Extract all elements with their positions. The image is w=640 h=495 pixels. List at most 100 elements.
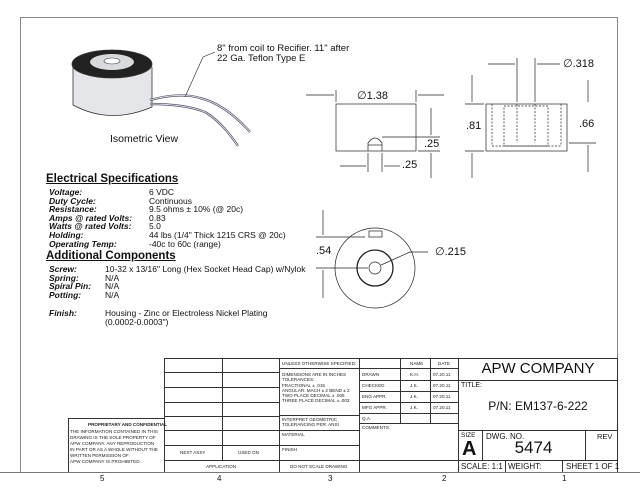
- proprietary-title: PROPRIETARY AND CONFIDENTIAL: [88, 422, 168, 427]
- used-on-label: USED ON: [238, 450, 259, 455]
- tolerance-line: THREE PLACE DECIMAL ± .003: [282, 398, 350, 404]
- spec-value: 9.5 ohms ± 10% (@ 20c): [149, 204, 244, 215]
- finish-value-1: Housing - Zinc or Electroless Nickel Pla…: [105, 308, 268, 318]
- spec-key: Watts @ rated Volts:: [49, 221, 132, 232]
- spec-value: Continuous: [149, 195, 193, 206]
- finish-value-2: (0.0002-0.0003"): [105, 316, 169, 327]
- title-block-outer: [164, 358, 618, 472]
- name-header: NAME: [410, 361, 424, 366]
- approval-role: Q.A.: [362, 416, 372, 421]
- isometric-view-label: Isometric View: [110, 133, 179, 145]
- spec-key: Operating Temp:: [49, 238, 117, 249]
- tolerance-line: TOLERANCES:: [282, 377, 315, 383]
- approval-name: J.K.: [410, 383, 418, 388]
- approval-date: 07.20.11: [433, 405, 451, 410]
- spec-key: Resistance:: [49, 204, 97, 215]
- approval-role: MFG APPR.: [362, 405, 388, 410]
- drawing-frame: [20, 17, 618, 472]
- spec-value: 10-32 x 13/16" Long (Hex Socket Head Cap…: [105, 264, 306, 274]
- additional-heading: Additional Components: [46, 250, 176, 262]
- spec-value: 44 lbs (1/4" Thick 1215 CRS @ 20c): [149, 230, 286, 240]
- spec-value: 0.83: [149, 212, 166, 223]
- wire-callout-line-1: 8" from coil to Recifier. 11" after: [217, 43, 350, 54]
- dim-slot-height: .25: [424, 138, 440, 150]
- dwg-no: 5474: [514, 438, 553, 457]
- date-header: DATE: [438, 361, 450, 366]
- part-number: P/N: EM137-6-222: [488, 399, 588, 413]
- proprietary-line: IN PART OR AS A WHOLE WITHOUT THE: [70, 447, 158, 452]
- tolerance-line: DIMENSIONS ARE IN INCHES: [282, 372, 347, 377]
- spec-value: N/A: [105, 281, 120, 292]
- dim-slot-width: .25: [402, 159, 418, 171]
- wire-callout: 8" from coil to Recifier. 11" after 22 G…: [217, 44, 349, 63]
- dim-top-offset: .54: [316, 245, 332, 257]
- tolerances: DIMENSIONS ARE IN INCHES TOLERANCES: FRA…: [282, 372, 350, 404]
- application-label: APPLICATION: [206, 464, 237, 469]
- dim-side-depth: .66: [579, 118, 595, 130]
- interpret-line: TOLERANCING PER: ANSI: [282, 422, 339, 427]
- interpret-line: INTERPRET GEOMETRIC: [282, 417, 338, 422]
- tolerance-line: ANGULAR: MACH ± 2 BEND ± 2: [282, 387, 350, 393]
- next-assy-label: NEXT ASSY: [180, 450, 206, 455]
- rev-label: REV: [597, 432, 613, 441]
- spec-key: Holding:: [49, 230, 84, 240]
- spec-key: Potting:: [49, 289, 82, 300]
- zone-5: 5: [100, 474, 105, 483]
- zone-3: 3: [328, 474, 333, 483]
- approval-date: 07.20.11: [433, 372, 451, 377]
- finish-label: FINISH: [282, 447, 298, 452]
- diameter-symbol: ∅: [435, 246, 445, 258]
- wire-callout-line-2: 22 Ga. Teflon Type E: [217, 52, 306, 64]
- title-label: TITLE:: [461, 382, 483, 389]
- dwg-no-label: DWG. NO.: [486, 432, 525, 441]
- dim-value: .318: [572, 58, 595, 70]
- dim-side-height: .81: [466, 120, 482, 132]
- sheet: SHEET 1 OF 1: [566, 462, 620, 471]
- dim-value: .215: [444, 246, 467, 258]
- spec-key: Voltage:: [49, 187, 83, 197]
- spec-key: Amps @ rated Volts:: [49, 212, 133, 223]
- approval-date: 07.20.11: [433, 383, 451, 388]
- spec-value: 6 VDC: [149, 187, 175, 197]
- spec-key: Spring:: [49, 272, 79, 283]
- spec-key: Screw:: [49, 264, 77, 274]
- approval-role: CHECKED: [362, 383, 385, 388]
- size-label: SIZE: [461, 432, 476, 439]
- diameter-symbol: ∅: [563, 58, 573, 70]
- proprietary-text: THE INFORMATION CONTAINED IN THIS DRAWIN…: [70, 429, 158, 465]
- spec-key: Duty Cycle:: [49, 195, 96, 206]
- dim-front-diameter: ∅1.38: [357, 89, 388, 102]
- proprietary-line: APW COMPANY. ANY REPRODUCTION: [70, 441, 155, 446]
- spec-value: N/A: [105, 289, 120, 300]
- zone-4: 4: [217, 474, 222, 483]
- approval-date: 07.20.11: [433, 394, 451, 399]
- proprietary-line: WRITTEN PERMISSION OF: [70, 453, 129, 458]
- approval-role: ENG APPR.: [362, 394, 387, 399]
- dim-value: 1.38: [366, 90, 389, 102]
- front-view: [306, 90, 444, 178]
- scale: SCALE: 1:1: [461, 462, 503, 471]
- spec-key: Spiral Pin:: [49, 281, 92, 292]
- tolerance-line: FRACTIONAL ± .015: [282, 382, 325, 388]
- dim-top-hole: ∅.215: [435, 245, 466, 258]
- dim-side-bore: ∅.318: [563, 57, 594, 70]
- proprietary-line: THE INFORMATION CONTAINED IN THIS: [70, 429, 158, 434]
- tolerance-line: TWO PLACE DECIMAL ± .005: [282, 393, 345, 399]
- approval-name: K.H.: [410, 372, 419, 377]
- approval-name: J.K.: [410, 405, 418, 410]
- spec-value: N/A: [105, 272, 120, 283]
- interpret-geometric: INTERPRET GEOMETRIC TOLERANCING PER: ANS…: [282, 417, 339, 427]
- side-view: [465, 58, 596, 178]
- proprietary-line: APW COMPANY IS PROHIBITED.: [70, 459, 141, 464]
- approval-role: DRAWN: [362, 372, 380, 377]
- zone-2: 2: [442, 474, 447, 483]
- spec-value: 5.0: [149, 221, 161, 232]
- isometric-view: [71, 49, 251, 147]
- diameter-symbol: ∅: [357, 90, 367, 102]
- proprietary-line: DRAWING IS THE SOLE PROPERTY OF: [70, 435, 156, 440]
- do-not-scale: DO NOT SCALE DRAWING: [290, 464, 348, 469]
- size-value: A: [462, 438, 477, 460]
- approval-name: J.K.: [410, 394, 418, 399]
- top-view: [316, 210, 428, 309]
